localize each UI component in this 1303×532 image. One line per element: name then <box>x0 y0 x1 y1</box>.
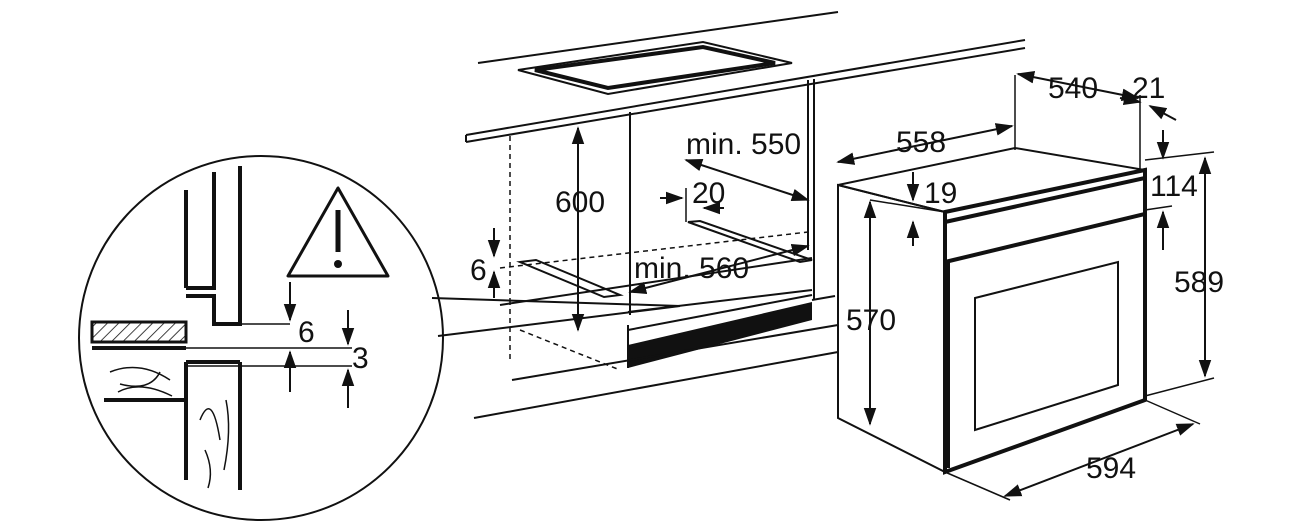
dim-114-group: 114 <box>1144 130 1215 250</box>
dim-min550-group: min. 550 <box>684 128 810 201</box>
dim-20-group: 20 <box>660 177 725 222</box>
dim-6-cabinet-group: 6 <box>470 228 501 298</box>
dim-540-label: 540 <box>1048 72 1098 105</box>
detail-3-label: 3 <box>352 342 369 375</box>
dim-558-group: 558 <box>836 123 1014 165</box>
dim-589-label: 589 <box>1174 266 1224 299</box>
dim-20-label: 20 <box>692 177 725 210</box>
detail-6-label: 6 <box>298 316 315 349</box>
dim-min550-label: min. 550 <box>686 128 801 161</box>
dim-min560-group: min. 560 <box>628 243 810 295</box>
dim-600-label: 600 <box>555 186 605 219</box>
dim-594-label: 594 <box>1086 452 1136 485</box>
warning-triangle-icon <box>286 186 390 278</box>
dim-570-label: 570 <box>846 304 896 337</box>
hob-cutout <box>517 40 793 96</box>
dim-min560-label: min. 560 <box>634 252 749 285</box>
dim-540-group: 540 <box>1014 70 1141 170</box>
dim-6-cabinet-label: 6 <box>470 254 487 287</box>
dim-21-group: 21 <box>1119 72 1177 121</box>
dim-570-group: 570 <box>846 200 896 426</box>
cabinet-niche <box>465 47 1026 419</box>
dim-594-group: 594 <box>944 399 1201 501</box>
dim-558-label: 558 <box>896 126 946 159</box>
dim-21-label: 21 <box>1132 72 1165 105</box>
dim-589-group: 589 <box>1144 156 1224 397</box>
worktop <box>465 11 1026 142</box>
detail-callout: 6 3 <box>78 155 681 521</box>
dim-19-label: 19 <box>924 177 957 210</box>
dim-600-group: 600 <box>555 126 605 332</box>
dim-114-label: 114 <box>1150 170 1198 203</box>
dim-19-group: 19 <box>869 172 957 246</box>
worktop-section <box>90 320 188 344</box>
